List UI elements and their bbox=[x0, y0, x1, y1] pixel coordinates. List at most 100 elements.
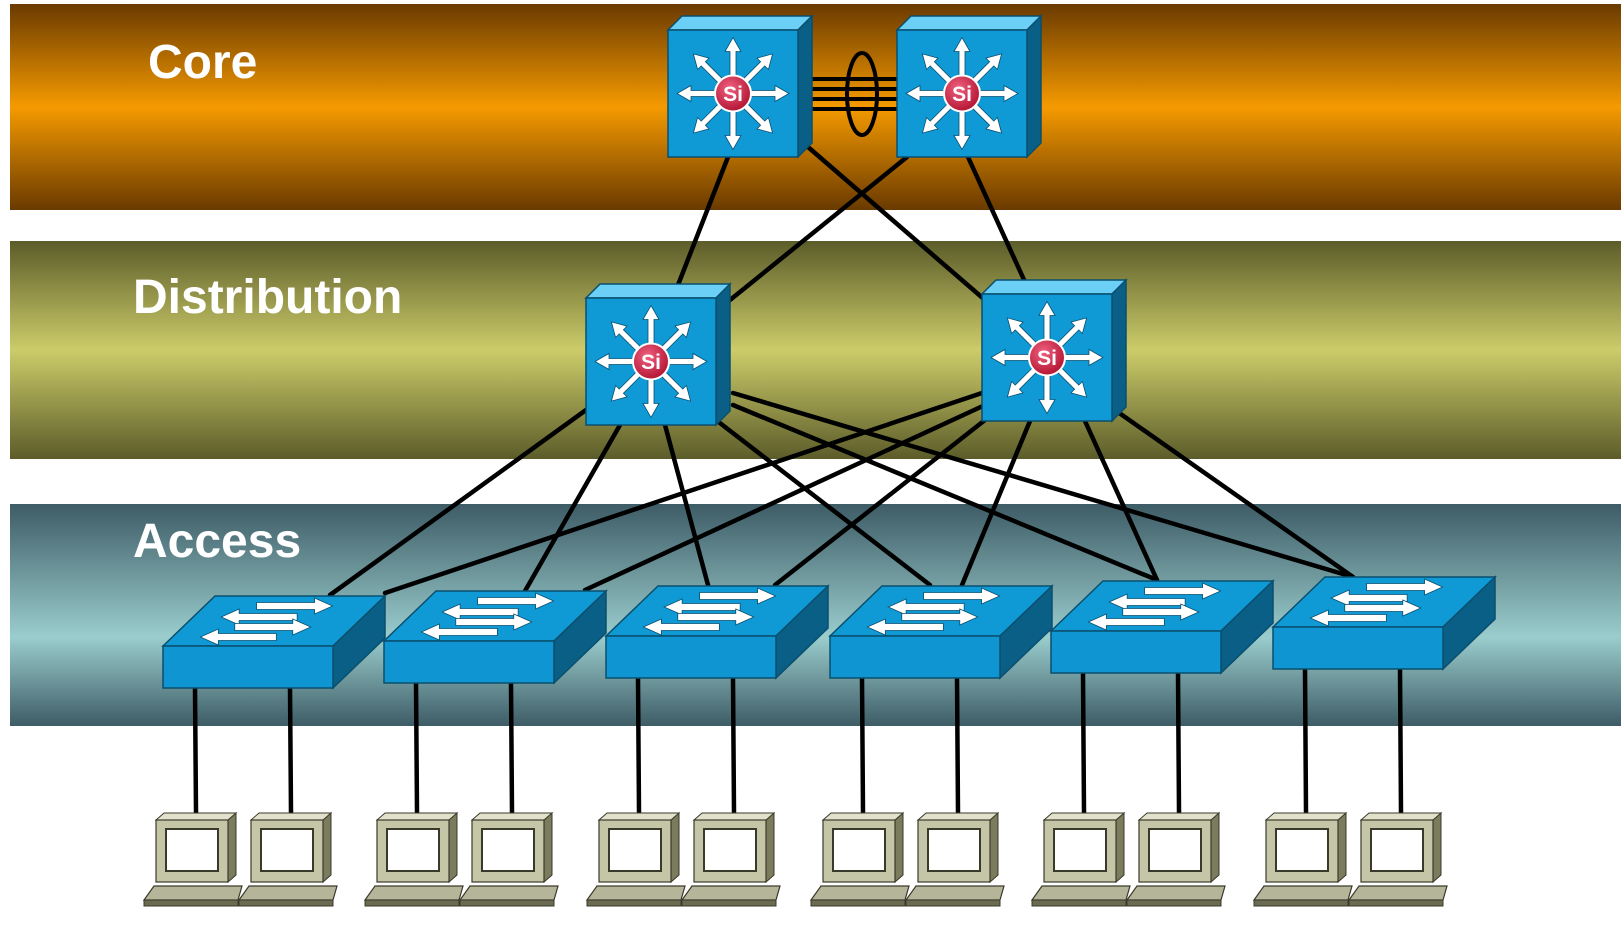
monitor-side bbox=[322, 811, 332, 884]
arrow-icon bbox=[743, 103, 774, 134]
arrow-icon bbox=[663, 598, 741, 616]
arrow-icon bbox=[677, 608, 755, 626]
monitor-top bbox=[154, 812, 238, 821]
switch-top-face bbox=[584, 283, 732, 299]
si-label: Si bbox=[723, 83, 743, 106]
arrow-icon bbox=[1038, 300, 1056, 340]
monitor-top bbox=[1359, 812, 1443, 821]
link-access4-pc1 bbox=[859, 675, 866, 815]
arrow-icon bbox=[455, 613, 533, 631]
arrow-icon bbox=[220, 608, 298, 626]
monitor-side bbox=[1337, 811, 1347, 884]
arrow-icon bbox=[1144, 582, 1222, 600]
workstation-1 bbox=[142, 811, 243, 907]
arrow-icon bbox=[692, 103, 723, 134]
switch-side-face bbox=[1111, 278, 1127, 423]
link-dist1-access5 bbox=[730, 402, 1160, 583]
monitor-screen bbox=[1370, 828, 1424, 872]
link-core1-dist1 bbox=[675, 154, 731, 288]
keyboard bbox=[237, 885, 338, 901]
arrow-icon bbox=[972, 53, 1003, 84]
arrow-icon bbox=[1309, 609, 1387, 627]
monitor-side bbox=[543, 811, 553, 884]
arrow-icon bbox=[199, 628, 277, 646]
arrow-icon bbox=[921, 103, 952, 134]
keyboard-edge bbox=[364, 899, 460, 907]
keyboard bbox=[809, 885, 910, 901]
link-dist2-access5 bbox=[1082, 418, 1160, 583]
workstation-4 bbox=[458, 811, 559, 907]
arrow-icon bbox=[1006, 367, 1037, 398]
link-access5-pc1 bbox=[1080, 670, 1087, 815]
si-badge bbox=[943, 74, 981, 113]
access-switch-1 bbox=[161, 594, 387, 690]
switch-side-face bbox=[1026, 14, 1042, 159]
link-access6-pc1 bbox=[1302, 666, 1309, 815]
arrow-icon bbox=[256, 597, 334, 615]
access-switch-2 bbox=[382, 589, 608, 685]
arrow-icon bbox=[953, 111, 971, 151]
keyboard-edge bbox=[1348, 899, 1444, 907]
monitor-side bbox=[227, 811, 237, 884]
switch-front-face bbox=[383, 640, 555, 684]
access-switch-4 bbox=[828, 584, 1054, 680]
monitor-side bbox=[1210, 811, 1220, 884]
keyboard-edge bbox=[459, 899, 555, 907]
monitor-side bbox=[765, 811, 775, 884]
arrow-icon bbox=[420, 623, 498, 641]
workstation-8 bbox=[904, 811, 1005, 907]
keyboard bbox=[1030, 885, 1131, 901]
monitor-screen bbox=[1053, 828, 1107, 872]
switch-top-face bbox=[666, 15, 814, 31]
workstation-9 bbox=[1030, 811, 1131, 907]
keyboard-edge bbox=[905, 899, 1001, 907]
arrow-icon bbox=[699, 587, 777, 605]
access-switch-6 bbox=[1271, 575, 1497, 671]
arrow-icon bbox=[477, 592, 555, 610]
arrow-icon bbox=[610, 371, 641, 402]
link-access5-pc2 bbox=[1175, 670, 1182, 815]
arrow-icon bbox=[972, 103, 1003, 134]
arrow-icon bbox=[661, 321, 692, 352]
arrow-icon bbox=[1038, 375, 1056, 415]
arrow-icon bbox=[1064, 348, 1104, 367]
link-dist2-access4 bbox=[959, 418, 1033, 588]
si-label: Si bbox=[952, 83, 972, 106]
arrow-icon bbox=[921, 53, 952, 84]
monitor-side bbox=[894, 811, 904, 884]
si-badge bbox=[1028, 338, 1066, 377]
arrow-icon bbox=[979, 84, 1019, 103]
si-badge bbox=[632, 342, 670, 381]
keyboard-edge bbox=[1253, 899, 1349, 907]
arrow-icon bbox=[990, 348, 1030, 367]
workstation-10 bbox=[1125, 811, 1226, 907]
monitor-screen bbox=[832, 828, 886, 872]
arrow-icon bbox=[676, 84, 716, 103]
link-dist1-access6 bbox=[730, 390, 1356, 580]
arrow-icon bbox=[642, 379, 660, 419]
keyboard bbox=[680, 885, 781, 901]
monitor-screen bbox=[1275, 828, 1329, 872]
switch-front-face bbox=[829, 635, 1001, 679]
keyboard bbox=[1125, 885, 1226, 901]
switch-top-face bbox=[980, 279, 1128, 295]
link-access6-pc2 bbox=[1397, 666, 1404, 815]
arrow-icon bbox=[905, 84, 945, 103]
switch-front-face bbox=[1272, 626, 1444, 670]
arrow-icon bbox=[661, 371, 692, 402]
arrow-icon bbox=[1006, 317, 1037, 348]
arrow-icon bbox=[1057, 317, 1088, 348]
link-access3-pc2 bbox=[730, 675, 737, 815]
link-dist1-access1 bbox=[327, 407, 589, 598]
monitor-top bbox=[470, 812, 554, 821]
link-core2-dist2 bbox=[965, 154, 1028, 285]
workstation-3 bbox=[363, 811, 464, 907]
link-dist2-access1 bbox=[382, 389, 988, 596]
switch-side-face bbox=[797, 14, 813, 159]
workstation-7 bbox=[809, 811, 910, 907]
keyboard-edge bbox=[681, 899, 777, 907]
monitor-screen bbox=[386, 828, 440, 872]
links bbox=[192, 51, 1404, 815]
core-layer-label: Core bbox=[148, 36, 257, 89]
link-access2-pc2 bbox=[508, 680, 515, 815]
